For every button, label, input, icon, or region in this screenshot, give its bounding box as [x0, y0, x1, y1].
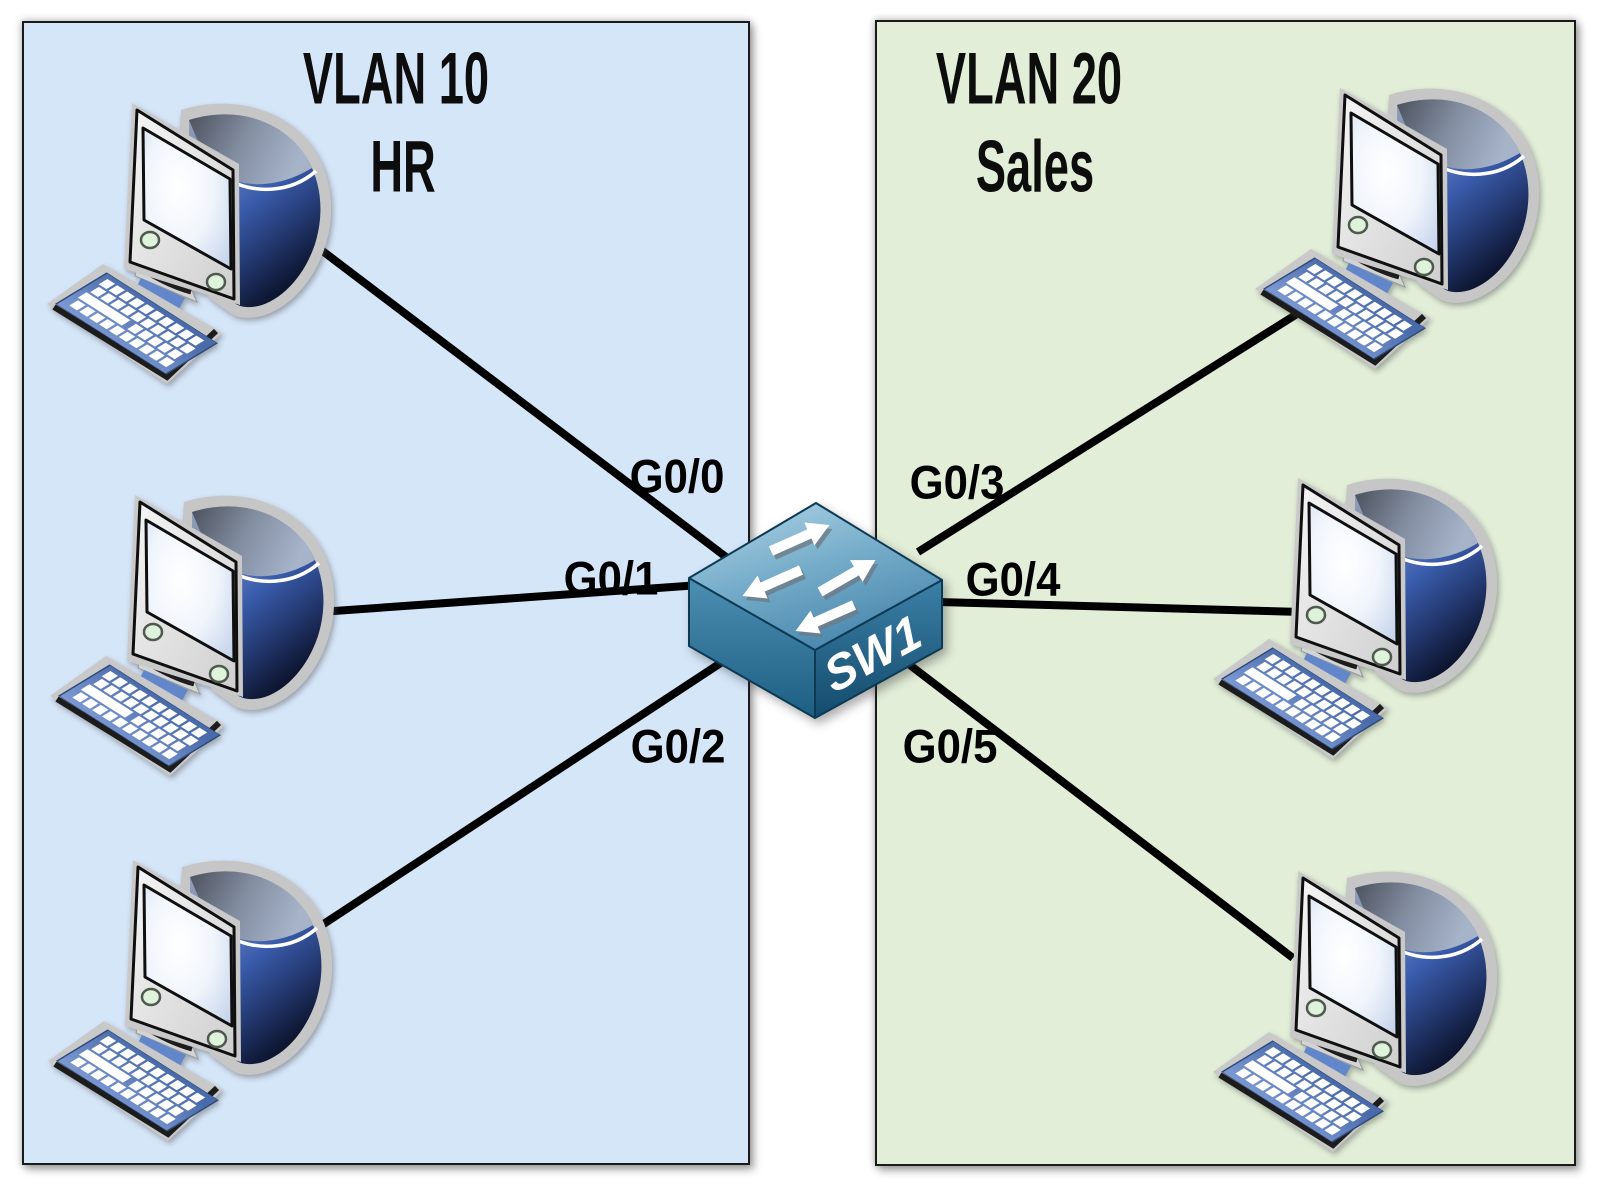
port-label-g0-0: G0/0 — [629, 449, 725, 503]
link-line-g0-5 — [899, 655, 1296, 962]
port-label-g0-4: G0/4 — [965, 552, 1061, 606]
pc-host-hr-3 — [40, 855, 340, 1145]
link-line-g0-3 — [915, 310, 1300, 556]
switch-top-face — [688, 502, 943, 651]
port-label-g0-1: G0/1 — [563, 551, 659, 605]
switch-icon: SW1 — [688, 502, 943, 719]
vlan10-subtitle: HR — [370, 126, 436, 208]
port-label-g0-2: G0/2 — [630, 719, 726, 773]
link-line-g0-4 — [937, 598, 1303, 616]
port-label-g0-3: G0/3 — [909, 455, 1005, 509]
link-line-g0-0 — [309, 239, 733, 564]
port-label-g0-5: G0/5 — [902, 719, 998, 773]
pc-host-hr-2 — [42, 490, 342, 780]
vlan20-title: VLAN 20 — [935, 38, 1123, 120]
link-line-g0-2 — [313, 643, 748, 933]
pc-host-sales-3 — [1205, 866, 1505, 1156]
vlan10-title: VLAN 10 — [302, 38, 490, 120]
pc-host-sales-2 — [1205, 473, 1505, 763]
vlan20-subtitle: Sales — [975, 126, 1095, 208]
pc-host-sales-1 — [1247, 83, 1547, 373]
link-line-g0-1 — [319, 581, 701, 616]
pc-host-hr-1 — [39, 98, 339, 388]
